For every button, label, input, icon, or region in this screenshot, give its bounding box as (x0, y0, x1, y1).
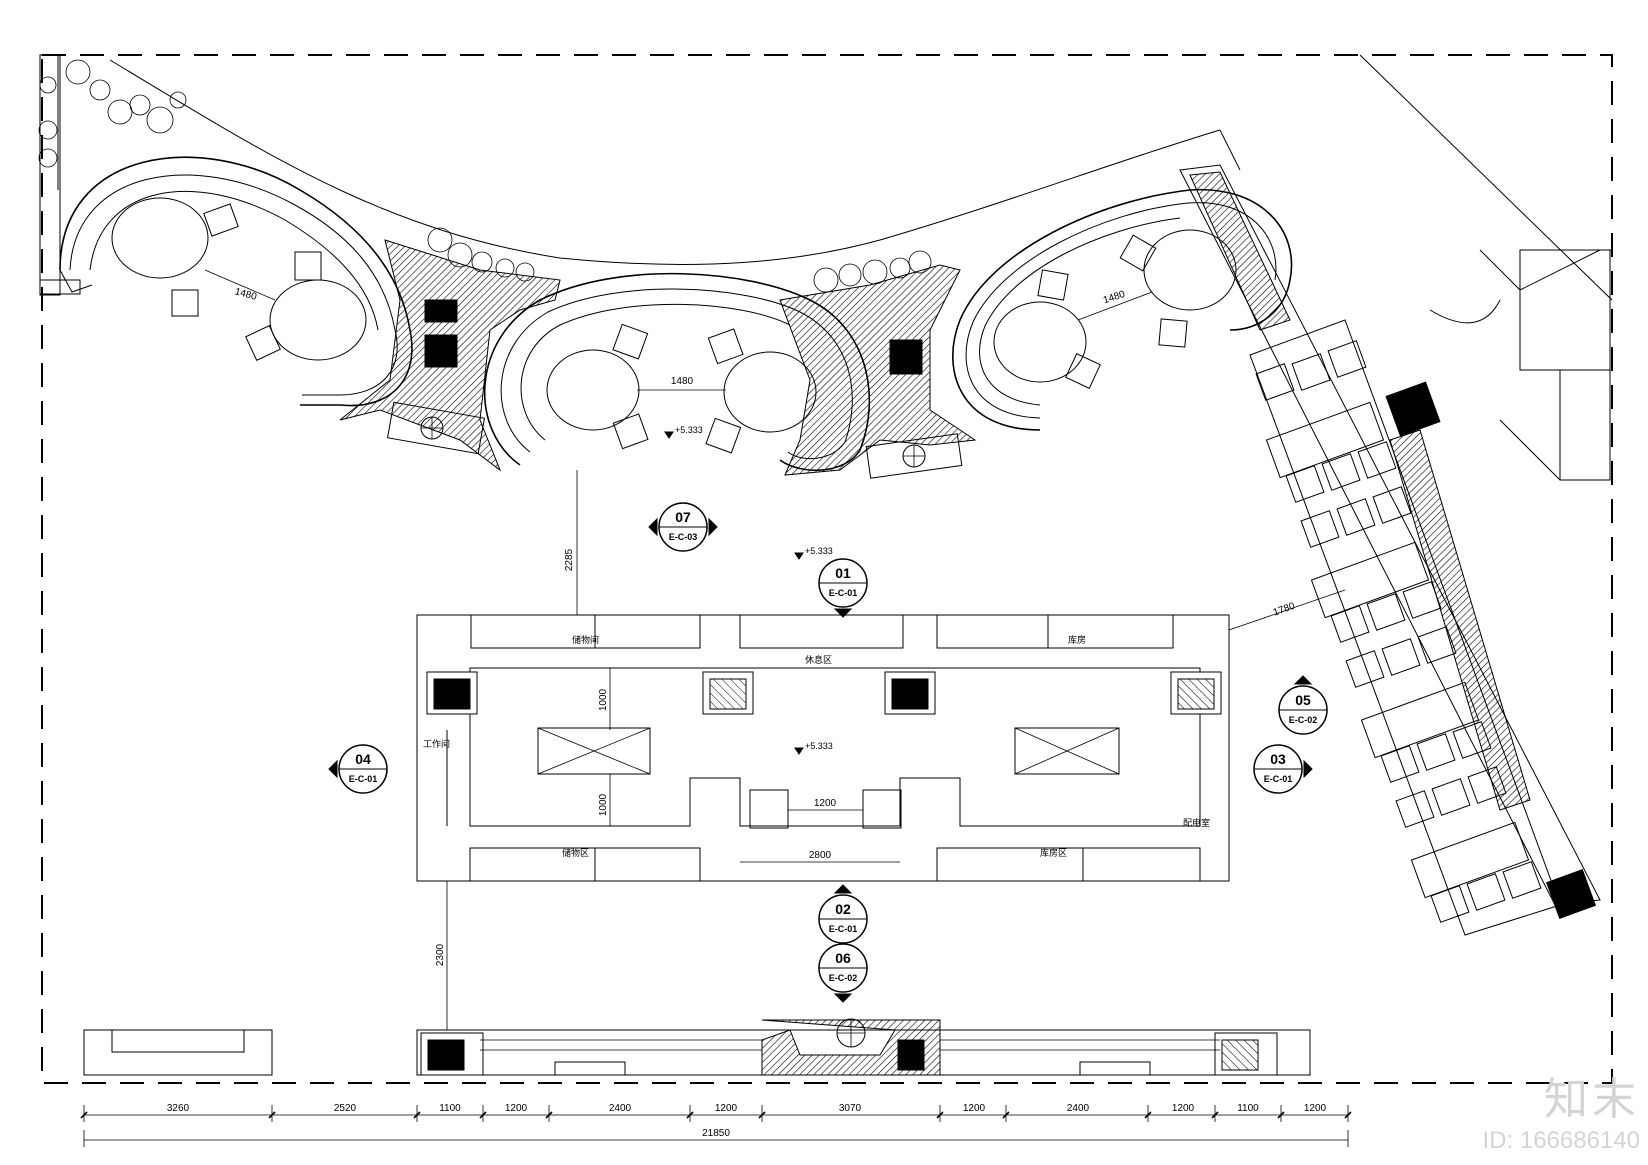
dimension-tick-slash (545, 1111, 553, 1119)
room-label-top-center: 休息区 (805, 654, 832, 665)
dimension-tick-slash (1144, 1111, 1152, 1119)
elevation-level-2: +5.333 (805, 546, 833, 556)
dimension-tick-slash (1277, 1111, 1285, 1119)
interior-dimensions: 2285 1780 1000 1000 1200 2800 2300 1480 … (233, 286, 1346, 1030)
section-mark-05-id: 05 (1295, 692, 1311, 708)
dim-radius-center: 1480 (671, 376, 694, 387)
bottom-dim-10: 1200 (1172, 1103, 1195, 1114)
booth-seats (1255, 340, 1542, 923)
dim-column-gap: 1200 (814, 798, 837, 809)
bottom-dim-5: 2400 (609, 1103, 632, 1114)
adjacent-structure (1359, 54, 1613, 481)
room-labels: 储物间 休息区 库房 工作间 储物区 库房区 配电室 (423, 634, 1210, 858)
section-mark-07: 07 E-C-03 (648, 502, 718, 552)
room-label-bottom-left: 储物区 (562, 847, 589, 858)
dimension-tick-slash (1211, 1111, 1219, 1119)
total-dimension: 21850 (702, 1128, 730, 1139)
bottom-dim-12: 1200 (1304, 1103, 1327, 1114)
dimension-tick-slash (268, 1111, 276, 1119)
central-room (416, 614, 1230, 882)
bottom-dim-9: 2400 (1067, 1103, 1090, 1114)
dim-radius-left: 1480 (233, 286, 258, 302)
section-mark-05: 05 E-C-02 (1278, 675, 1328, 735)
bottom-dim-8: 1200 (963, 1103, 986, 1114)
curved-boundary (109, 59, 1241, 265)
section-mark-01-id: 01 (835, 565, 851, 581)
dimension-tick-slash (80, 1111, 88, 1119)
section-mark-07-id: 07 (675, 509, 691, 525)
dimension-tick-slash (936, 1111, 944, 1119)
room-label-left: 工作间 (423, 738, 450, 749)
section-mark-05-ref: E-C-02 (1289, 715, 1318, 725)
watermark-id: ID: 166686140 (1482, 1127, 1640, 1154)
dim-offset-right: 1780 (1272, 601, 1297, 619)
dimension-tick-slash (1344, 1111, 1352, 1119)
booth-row-right (1179, 164, 1601, 936)
room-label-top-right: 库房 (1068, 634, 1086, 645)
section-mark-03-id: 03 (1270, 751, 1286, 767)
room-label-top-left: 储物间 (572, 634, 599, 645)
dim-room-depth-upper: 1000 (598, 688, 609, 711)
elevation-level-3: +5.333 (805, 741, 833, 751)
section-mark-07-ref: E-C-03 (669, 532, 698, 542)
dimension-tick-slash (686, 1111, 694, 1119)
section-mark-06-id: 06 (835, 950, 851, 966)
dim-offset-bottom: 2300 (435, 943, 446, 966)
section-mark-06-ref: E-C-02 (829, 973, 858, 983)
section-mark-04: 04 E-C-01 (328, 744, 388, 794)
section-mark-03: 03 E-C-01 (1253, 744, 1313, 794)
bottom-dim-1: 3260 (167, 1103, 190, 1114)
section-mark-06: 06 E-C-02 (818, 943, 868, 1003)
section-mark-01: 01 E-C-01 (818, 558, 868, 618)
dim-radius-right: 1480 (1102, 289, 1127, 306)
column-cluster-right (779, 250, 977, 479)
lounge-pod-right (952, 188, 1293, 431)
section-mark-02-ref: E-C-01 (829, 924, 858, 934)
section-mark-04-ref: E-C-01 (349, 774, 378, 784)
dim-room-depth-lower: 1000 (598, 793, 609, 816)
dimension-tick-slash (758, 1111, 766, 1119)
dimension-tick-slash (413, 1111, 421, 1119)
dimension-ticks (80, 1105, 1352, 1147)
lounge-pod-left (59, 156, 413, 407)
room-label-bottom-right: 库房区 (1040, 847, 1067, 858)
section-mark-02: 02 E-C-01 (818, 884, 868, 944)
dimension-tick-slash (1002, 1111, 1010, 1119)
planting-top-left (38, 59, 187, 168)
dimension-tick-slash (479, 1111, 487, 1119)
section-mark-02-id: 02 (835, 901, 851, 917)
bottom-frontage (83, 1018, 1311, 1076)
bottom-dim-4: 1200 (505, 1103, 528, 1114)
site-boundary (41, 54, 1613, 1084)
section-mark-01-ref: E-C-01 (829, 588, 858, 598)
dim-corridor-width: 2800 (809, 850, 832, 861)
elevation-level-1: +5.333 (675, 425, 703, 435)
left-wall (39, 54, 81, 296)
bottom-dim-7: 3070 (839, 1103, 862, 1114)
dim-offset-top: 2285 (564, 548, 575, 571)
column-cluster-left (339, 227, 561, 472)
bottom-dimension-chain: 3260 2520 1100 1200 2400 1200 3070 1200 … (80, 1103, 1352, 1147)
watermark: 知末 ID: 166686140 (1483, 1063, 1640, 1155)
bottom-dim-3: 1100 (439, 1103, 461, 1114)
bottom-dim-11: 1100 (1237, 1103, 1259, 1114)
section-marks: 07 E-C-03 01 E-C-01 04 E-C-01 03 E-C-01 (328, 502, 1328, 1003)
section-mark-03-ref: E-C-01 (1264, 774, 1293, 784)
section-mark-04-id: 04 (355, 751, 371, 767)
bottom-dim-2: 2520 (334, 1103, 357, 1114)
bottom-dim-6: 1200 (715, 1103, 738, 1114)
room-label-right: 配电室 (1183, 817, 1210, 828)
watermark-logo: 知末 (1544, 1074, 1640, 1125)
elevation-markers: +5.333 +5.333 +5.333 (664, 425, 833, 755)
